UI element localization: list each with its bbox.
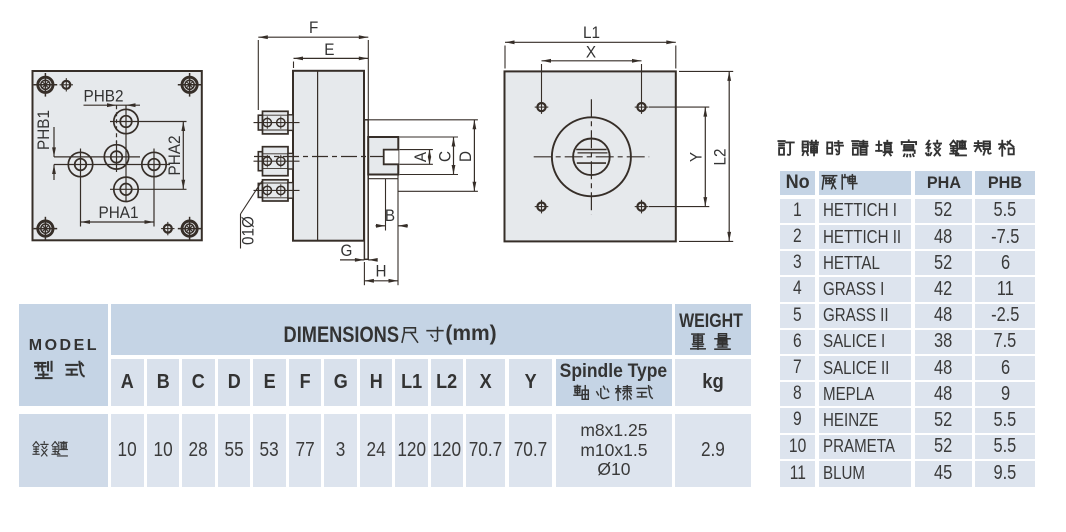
- svg-text:D: D: [456, 151, 475, 162]
- svg-text:C: C: [435, 151, 454, 162]
- svg-text:PHA1: PHA1: [99, 203, 139, 222]
- svg-text:Y: Y: [686, 152, 705, 162]
- svg-text:X: X: [586, 43, 596, 62]
- svg-text:PHA2: PHA2: [165, 136, 184, 176]
- svg-text:H: H: [376, 262, 387, 281]
- svg-text:01Ø: 01Ø: [239, 216, 258, 245]
- svg-text:A: A: [411, 151, 430, 162]
- svg-text:E: E: [324, 40, 334, 59]
- svg-text:B: B: [385, 206, 395, 225]
- svg-text:F: F: [309, 18, 318, 37]
- svg-text:PHB1: PHB1: [34, 110, 53, 150]
- svg-text:L2: L2: [710, 149, 729, 166]
- svg-text:PHB2: PHB2: [84, 87, 124, 106]
- svg-text:G: G: [341, 241, 353, 260]
- svg-text:L1: L1: [583, 23, 600, 42]
